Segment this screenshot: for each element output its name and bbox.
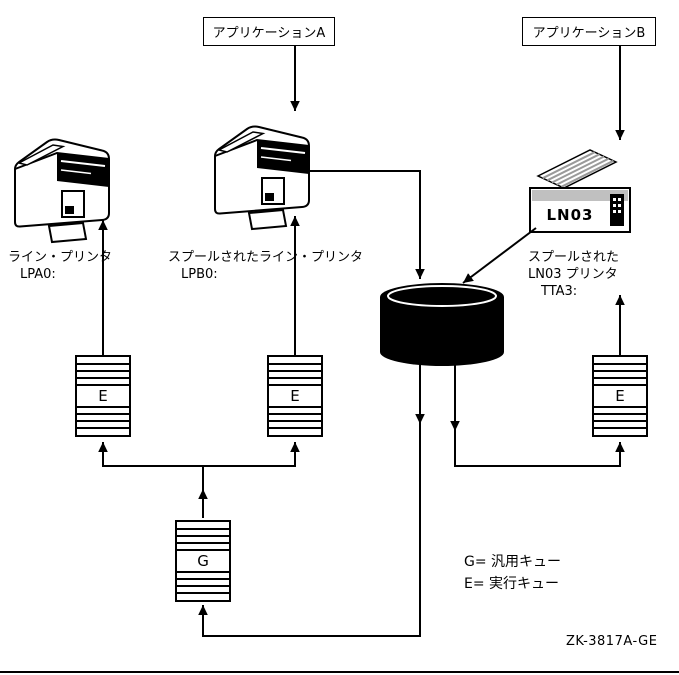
- arrow-spooled-printer-to-disk: [310, 170, 425, 279]
- line-printer-icon-left: [14, 138, 110, 243]
- printer-right-device: TTA3:: [541, 284, 578, 299]
- arrow-ln03-to-disk: [462, 227, 537, 284]
- printer-right-caption-line2: LN03 プリンタ: [528, 267, 618, 282]
- application-b-box: アプリケーションB: [522, 17, 656, 46]
- ln03-printer-icon: [529, 149, 631, 233]
- legend: G= 汎用キュー E= 実行キュー: [464, 551, 561, 595]
- bottom-rule: [0, 671, 679, 673]
- printer-middle-caption: スプールされたライン・プリンタ: [168, 250, 364, 265]
- application-b-label: アプリケーションB: [532, 26, 646, 41]
- disk-icon: [380, 283, 504, 366]
- arrow-disk-to-generic-queue: [198, 420, 421, 637]
- queue-letter-exec-right: E: [615, 387, 625, 405]
- queue-letter-exec-left: E: [98, 387, 108, 405]
- ln03-model-label: LN03: [546, 206, 594, 224]
- printer-left-caption: ライン・プリンタ: [8, 250, 113, 265]
- figure-id: ZK-3817A-GE: [566, 634, 658, 649]
- printer-middle-device: LPB0:: [181, 267, 218, 282]
- legend-exec-queue: E= 実行キュー: [464, 576, 560, 592]
- flow-arrows: [98, 44, 625, 637]
- arrow-disk-to-exec-right: [454, 427, 625, 467]
- printer-left-device: LPA0:: [20, 267, 56, 282]
- legend-generic-queue: G= 汎用キュー: [464, 554, 562, 570]
- ln03-led-panel: [613, 198, 621, 213]
- application-a-box: アプリケーションA: [203, 17, 335, 46]
- line-printer-icon-middle: [214, 125, 310, 230]
- queue-letter-generic: G: [197, 552, 209, 570]
- queue-letter-exec-middle: E: [290, 387, 300, 405]
- printer-right-caption-line1: スプールされた: [528, 250, 620, 265]
- application-a-label: アプリケーションA: [212, 26, 326, 41]
